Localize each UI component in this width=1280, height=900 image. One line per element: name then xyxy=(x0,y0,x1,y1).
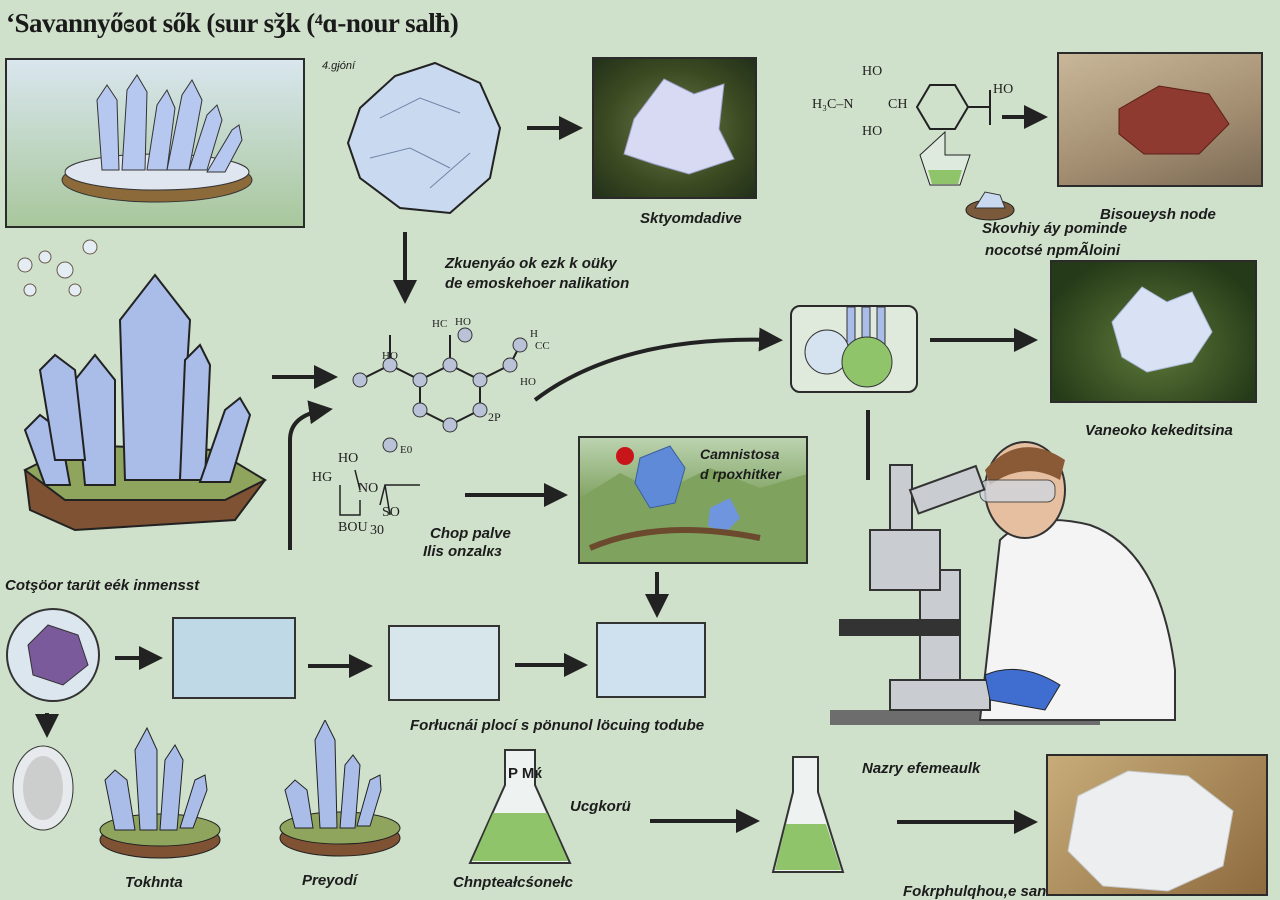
scientist-with-microscope xyxy=(830,441,1176,725)
central-molecule-drawing xyxy=(352,327,528,453)
crystal-b-caption: Preyodí xyxy=(302,872,358,889)
flask-a-caption: Chnpteałcśonełc xyxy=(453,874,574,891)
scene-caption-line1: Camnistosa xyxy=(700,446,780,462)
chem-label: 2P xyxy=(488,410,501,424)
chem-label: HO xyxy=(862,124,883,139)
scientist-caption: Nazry efemeaulk xyxy=(862,760,981,777)
chem-label: 30 xyxy=(370,523,384,538)
flask-a-label: P Mќ xyxy=(508,765,542,782)
ring-structure-drawing xyxy=(339,469,420,516)
scene-caption-line2: d rpoxhitker xyxy=(700,466,781,482)
chem-label: SO xyxy=(382,505,400,520)
chem-caption-line1: Skovhiy áy pominde xyxy=(982,220,1128,237)
chemical-structure-drawing xyxy=(915,84,1015,221)
chem-label: HC xyxy=(432,318,448,330)
chem-label: HO xyxy=(382,350,398,362)
mineral-circle xyxy=(6,608,100,702)
chem-label: HO xyxy=(455,316,471,328)
crystal-photo xyxy=(592,57,757,199)
middle-row-caption: Forłucnái plocí s pönunol löcuing todube xyxy=(410,717,705,734)
chem-label: BOU xyxy=(338,520,368,535)
salt-crystal-photo xyxy=(1046,754,1268,896)
molecule-caption-line1: Chop palve xyxy=(430,525,511,542)
salt-box xyxy=(596,622,706,698)
chem-label: H xyxy=(530,328,538,340)
bubbles-box xyxy=(172,617,296,699)
chem-label: HG xyxy=(312,470,333,485)
rock-photo-caption: Bisoueysh node xyxy=(1100,206,1216,223)
process-caption-line1: Zkuenyáo ok ezk k oüky xyxy=(445,255,617,272)
chem-label: E0 xyxy=(400,444,413,456)
chem-label: CC xyxy=(535,340,550,352)
large-crystal-cluster xyxy=(23,273,268,532)
left-section-caption: Cotşöor tarüt eék inmensst xyxy=(5,577,200,594)
flask-a xyxy=(468,749,572,864)
green-photo-caption: Vaneoko kekeditsina xyxy=(1085,422,1233,439)
bubbles-drawing xyxy=(17,239,98,297)
chem-label: H₃C–N xyxy=(812,97,854,112)
landscape-scene-panel: Camnistosa d rpoxhitker xyxy=(578,436,808,564)
crystal-a-caption: Tokhnta xyxy=(125,874,183,891)
chem-label: NO xyxy=(358,481,379,496)
salt-rock-drawing xyxy=(346,61,502,215)
grains-circle xyxy=(12,745,74,831)
rock-photo xyxy=(1057,52,1263,187)
chem-label: CH xyxy=(888,97,908,112)
chem-caption-line2: nocotsé npmÃloini xyxy=(985,242,1120,259)
crystal-photo-caption: Sktyomdadive xyxy=(640,210,742,227)
crystal-cluster-illustration xyxy=(5,58,305,228)
page-title: ‘Savannyőɞot sők (suır sǯk (⁴ɑ-nour salħ… xyxy=(6,8,459,38)
beaker-panel xyxy=(790,305,918,393)
crystal-drawing xyxy=(61,74,253,203)
chem-label: HO xyxy=(862,64,883,79)
molecule-caption-line2: Ilis onzalкз xyxy=(423,543,502,560)
crystal-on-moss-photo xyxy=(1050,260,1257,403)
bottom-crystals-drawing xyxy=(99,720,401,859)
flask-b xyxy=(771,756,845,873)
small-label: 4.gɉóní xyxy=(322,60,356,72)
green-cells-box xyxy=(388,625,500,701)
chem-label: HO xyxy=(520,376,536,388)
process-caption-line2: de emoskehoer nalikation xyxy=(445,275,630,292)
chem-label: HO xyxy=(338,451,359,466)
flask-a-side-caption: Ucgkorü xyxy=(570,798,631,815)
chem-label: HO xyxy=(993,82,1014,97)
